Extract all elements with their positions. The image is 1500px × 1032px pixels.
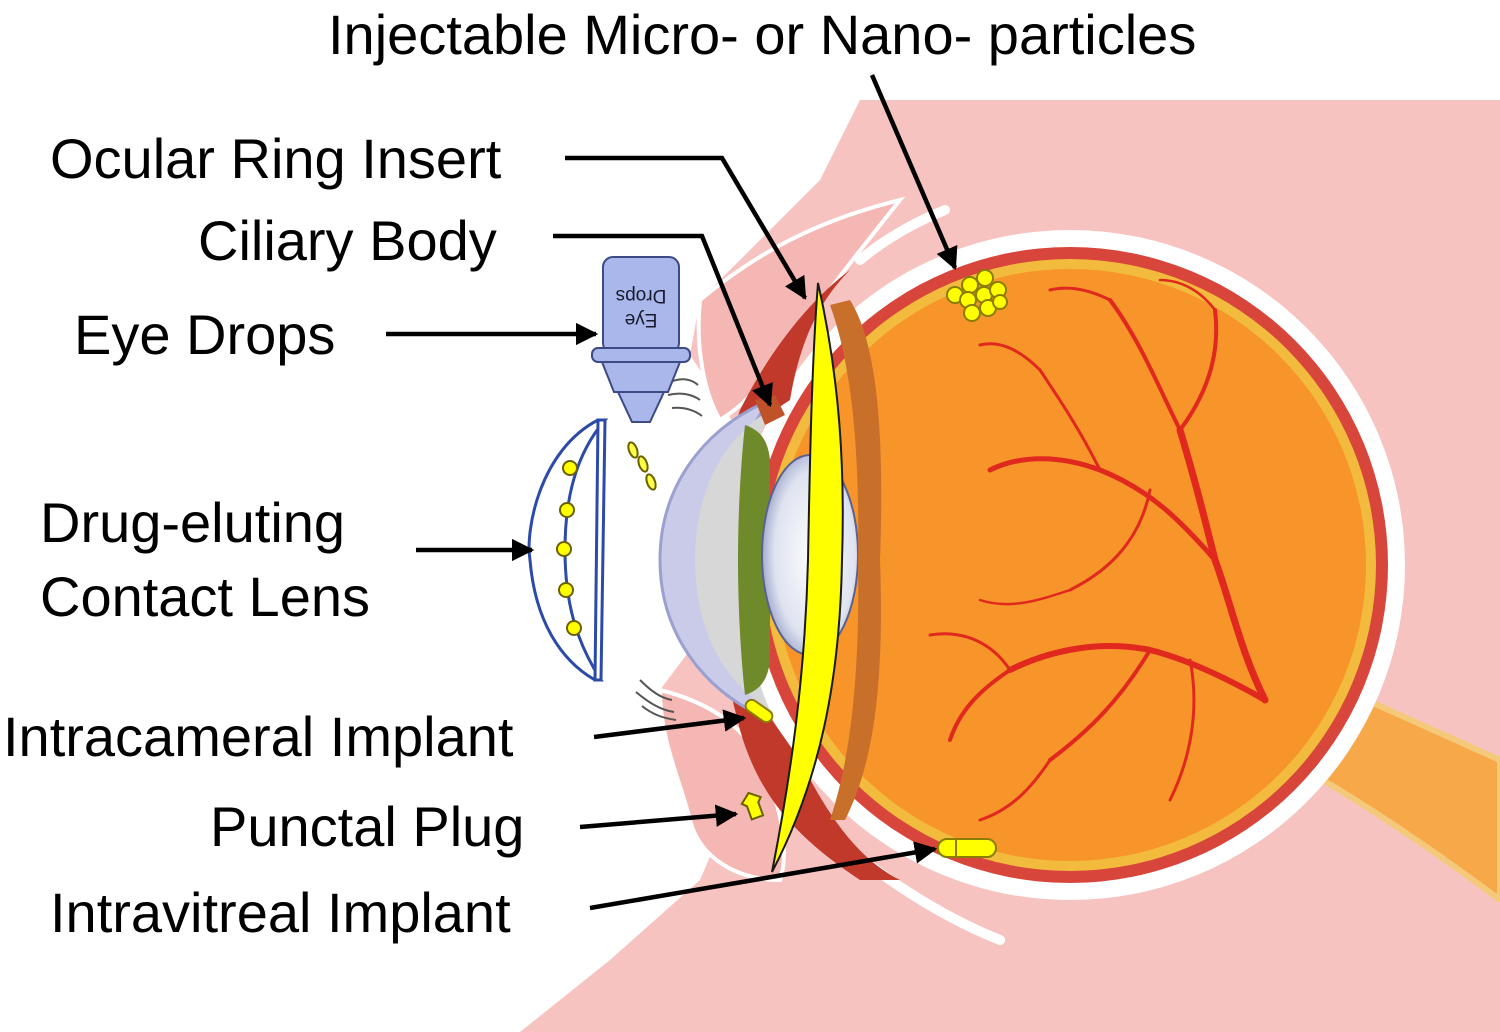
retinal-vessels: [928, 278, 1269, 822]
label-ciliary-body: Ciliary Body: [198, 209, 497, 272]
arrow-ciliary-body: [553, 233, 773, 408]
iris: [738, 425, 770, 695]
label-punctal-plug: Punctal Plug: [210, 795, 524, 858]
arrow-punctal-plug: [579, 804, 739, 830]
drug-eluting-contact-lens: [527, 418, 609, 682]
label-intravitreal: Intravitreal Implant: [50, 881, 511, 944]
arrow-ring-insert: [565, 155, 807, 300]
label-eye-drops: Eye Drops: [74, 303, 335, 366]
arrow-intravitreal: [589, 841, 938, 911]
label-nanoparticles: Injectable Micro- or Nano- particles: [328, 3, 1196, 66]
intravitreal-implant: [937, 838, 997, 858]
label-contact-lens-line1: Drug-eluting: [40, 491, 345, 554]
bottle-label-line1: Eye: [625, 309, 658, 330]
label-arrows: [386, 74, 958, 911]
label-intracameral: Intracameral Implant: [3, 705, 514, 768]
nanoparticle-cluster: [946, 269, 1008, 322]
anterior-segment-tissue: [715, 270, 900, 880]
eye-drop-droplets: [627, 441, 657, 491]
retina-edge: [830, 300, 882, 820]
label-ring-insert: Ocular Ring Insert: [50, 127, 502, 190]
anterior-chamber: [695, 410, 770, 710]
ocular-ring-insert: [771, 282, 844, 873]
punctal-plug: [740, 791, 765, 821]
vitreous-body: [774, 269, 1366, 861]
eye-drop-bottle: Eye Drops: [591, 256, 691, 423]
eyelashes-upper: [667, 378, 703, 417]
eyelashes-lower: [635, 679, 677, 721]
bottle-label-line2: Drops: [616, 285, 667, 306]
arrow-intracameral: [593, 709, 747, 740]
arrow-nanoparticles: [869, 74, 958, 271]
label-contact-lens-line2: Contact Lens: [40, 565, 370, 628]
orbital-septum-upper: [855, 205, 950, 265]
intracameral-implant: [744, 698, 774, 724]
